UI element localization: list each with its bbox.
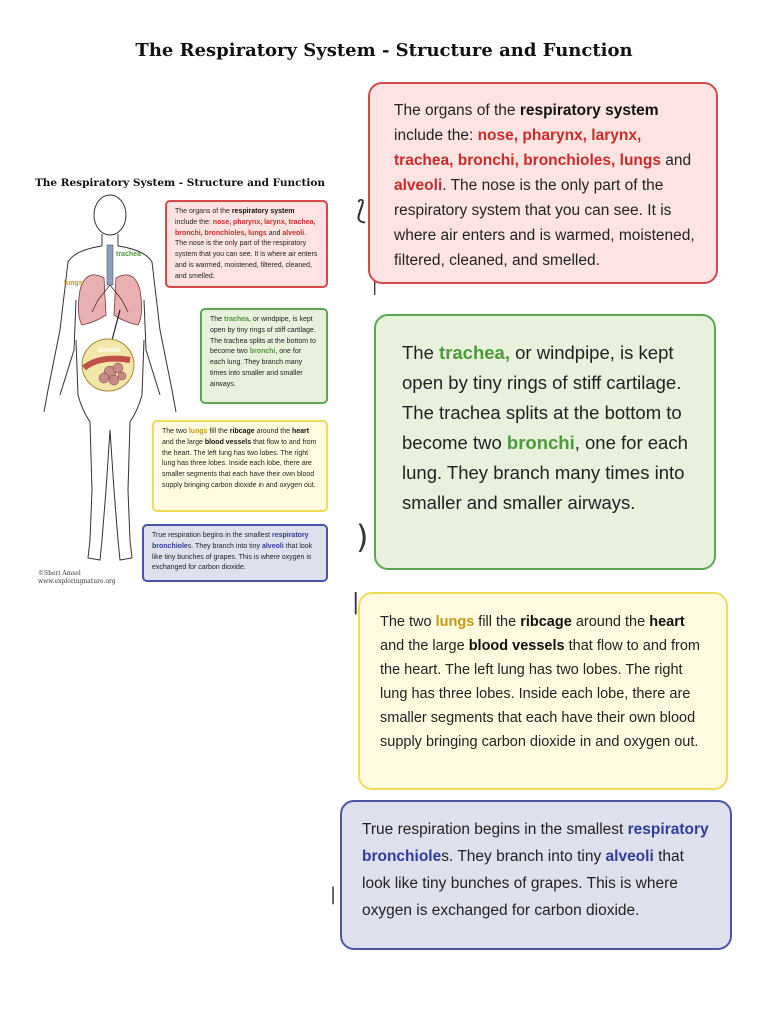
trachea-shape (106, 244, 114, 286)
blood-vessel-shape (82, 355, 131, 371)
thumb-box-organs: The organs of the respiratory system inc… (165, 200, 328, 288)
bracket-mark: | (352, 590, 360, 615)
thumb-box-trachea: The trachea, or windpipe, is kept open b… (200, 308, 328, 404)
bracket-mark: ⟅ (356, 196, 367, 226)
leg-outline (87, 421, 133, 561)
worksheet-thumbnail: The Respiratory System - Structure and F… (30, 172, 330, 592)
box-trachea: The trachea, or windpipe, is kept open b… (374, 314, 716, 570)
bronchi-shape (91, 284, 129, 313)
thumb-box-lungs: The two lungs fill the ribcage around th… (152, 420, 328, 512)
alveoli-cluster (98, 362, 127, 386)
credit-author: ©Sheri Amsel (38, 570, 81, 577)
left-lung-shape (78, 274, 107, 326)
torso-outline (43, 245, 177, 413)
credit-website: www.exploringnature.org (38, 578, 116, 585)
body-diagram: lungs trachea alveoli (43, 194, 177, 561)
credit: ©Sheri Amsel www.exploringnature.org (38, 570, 116, 586)
label-trachea: trachea (116, 251, 141, 258)
head-outline (93, 194, 127, 236)
bracket-mark: | (330, 884, 337, 905)
label-lungs: lungs (64, 280, 83, 287)
inner-arm-outline (59, 299, 161, 396)
thumb-box-respiration: True respiration begins in the smallest … (142, 524, 328, 582)
waist-outline (75, 339, 145, 423)
box-respiratory-organs: The organs of the respiratory system inc… (368, 82, 718, 284)
right-lung-shape (113, 274, 142, 326)
box-true-respiration: True respiration begins in the smallest … (340, 800, 732, 950)
alveoli-pointer (111, 309, 121, 341)
bracket-mark: | (372, 276, 378, 295)
page-title: The Respiratory System - Structure and F… (135, 40, 633, 61)
neck-outline (101, 234, 119, 246)
label-alveoli: alveoli (98, 347, 120, 354)
bracket-mark: ) (356, 518, 369, 556)
box-lungs: The two lungs fill the ribcage around th… (358, 592, 728, 790)
thumbnail-title: The Respiratory System - Structure and F… (34, 177, 325, 189)
